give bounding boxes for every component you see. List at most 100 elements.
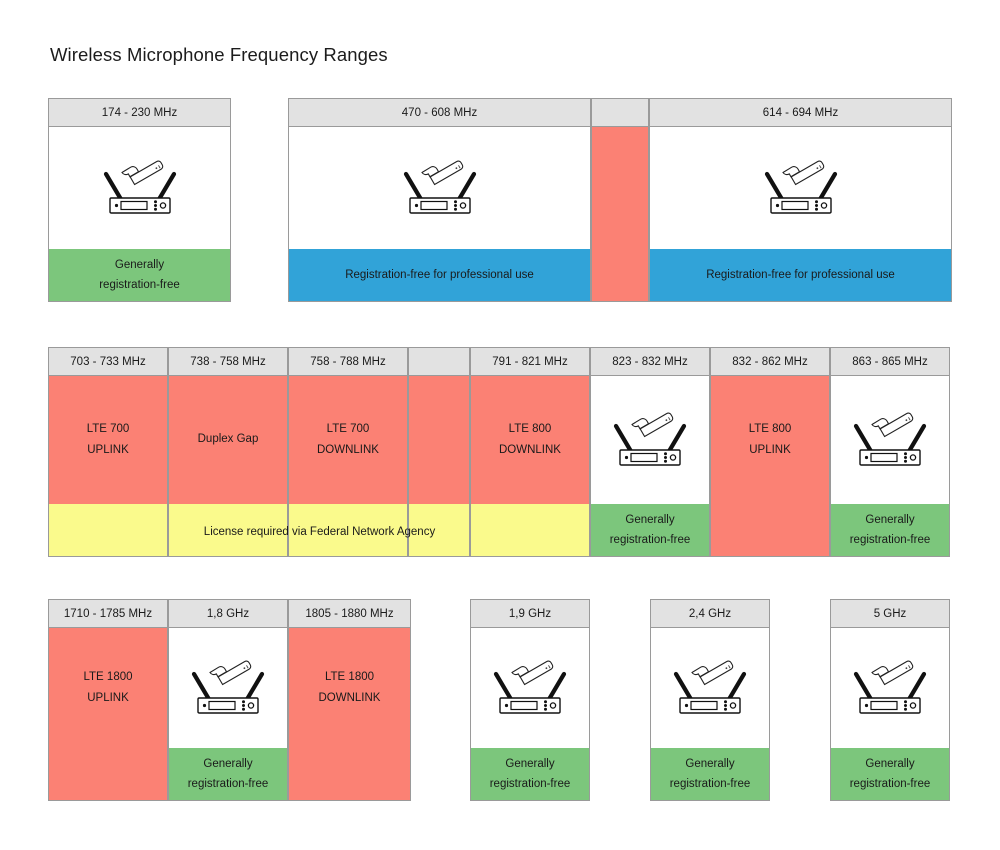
band-header: 1,9 GHz	[471, 600, 589, 628]
band-header: 174 - 230 MHz	[49, 99, 230, 127]
label-line-2: UPLINK	[87, 444, 129, 456]
footer-line-2: registration-free	[849, 534, 931, 546]
label-line-1: Duplex Gap	[197, 433, 259, 446]
band-gap-788-791	[408, 347, 470, 557]
band-body	[169, 628, 287, 748]
band-header-empty	[409, 348, 469, 376]
label-line-1: LTE 1800	[83, 670, 133, 683]
band-body	[471, 628, 589, 748]
band-174-230[interactable]: 174 - 230 MHz Generally registration-fre…	[48, 98, 231, 302]
band-832-862[interactable]: 832 - 862 MHz LTE 800 UPLINK	[710, 347, 830, 557]
band-body-label: LTE 700 UPLINK	[87, 419, 130, 462]
wireless-microphone-receiver-icon	[103, 160, 176, 214]
band-footer-license	[409, 504, 469, 556]
footer-line-2: registration-free	[99, 279, 180, 291]
band-header: 703 - 733 MHz	[49, 348, 167, 376]
band-header: 5 GHz	[831, 600, 949, 628]
band-header: 470 - 608 MHz	[289, 99, 590, 127]
band-gap-608-614	[591, 98, 649, 302]
band-body-red: LTE 1800 DOWNLINK	[289, 628, 410, 748]
band-footer-generally: Generally registration-free	[591, 504, 709, 556]
band-header: 832 - 862 MHz	[711, 348, 829, 376]
band-1805-1880[interactable]: 1805 - 1880 MHz LTE 1800 DOWNLINK	[288, 599, 411, 801]
band-body	[831, 376, 949, 504]
band-body-label: LTE 700 DOWNLINK	[317, 419, 379, 462]
band-header: 791 - 821 MHz	[471, 348, 589, 376]
footer-line-2: registration-free	[187, 778, 269, 790]
label-line-2: UPLINK	[87, 692, 129, 704]
band-body	[289, 127, 590, 249]
band-footer-red	[49, 748, 167, 800]
band-header-empty	[592, 99, 648, 127]
band-body	[591, 376, 709, 504]
band-758-788[interactable]: 758 - 788 MHz LTE 700 DOWNLINK	[288, 347, 408, 557]
band-header: 1710 - 1785 MHz	[49, 600, 167, 628]
band-body	[831, 628, 949, 748]
band-footer-generally: Generally registration-free	[831, 504, 949, 556]
footer-line-1: Generally	[114, 258, 165, 271]
band-1-9-ghz[interactable]: 1,9 GHz Generally registration-free	[470, 599, 590, 801]
band-footer-generally: Generally registration-free	[169, 748, 287, 800]
wireless-microphone-receiver-icon	[493, 660, 567, 714]
footer-line-1: Registration-free for professional use	[345, 268, 534, 281]
wireless-microphone-receiver-icon	[191, 660, 265, 714]
footer-line-1: Generally	[865, 513, 915, 526]
band-470-608[interactable]: 470 - 608 MHz Registration-free for prof…	[288, 98, 591, 302]
band-body-red: Duplex Gap	[169, 376, 287, 504]
band-body	[650, 127, 951, 249]
band-823-832[interactable]: 823 - 832 MHz Generally registration-fre…	[590, 347, 710, 557]
footer-line-1: Generally	[865, 757, 915, 770]
label-line-2: DOWNLINK	[499, 444, 561, 456]
band-header: 2,4 GHz	[651, 600, 769, 628]
band-footer-license	[471, 504, 589, 556]
band-footer-generally: Generally registration-free	[651, 748, 769, 800]
band-863-865[interactable]: 863 - 865 MHz Generally registration-fre…	[830, 347, 950, 557]
band-header: 1,8 GHz	[169, 600, 287, 628]
label-line-1: LTE 1800	[324, 670, 374, 683]
page-title: Wireless Microphone Frequency Ranges	[50, 44, 388, 65]
wireless-microphone-receiver-icon	[403, 160, 476, 214]
wireless-microphone-receiver-icon	[853, 412, 927, 466]
label-line-1: LTE 800	[748, 422, 792, 435]
label-line-2: DOWNLINK	[317, 444, 379, 456]
band-5-ghz[interactable]: 5 GHz Generally registration-free	[830, 599, 950, 801]
band-body-red: LTE 800 UPLINK	[711, 376, 829, 504]
band-footer-license	[169, 504, 287, 556]
footer-line-2: registration-free	[669, 778, 751, 790]
band-body-red	[409, 376, 469, 504]
band-header: 738 - 758 MHz	[169, 348, 287, 376]
band-791-821[interactable]: 791 - 821 MHz LTE 800 DOWNLINK	[470, 347, 590, 557]
footer-line-1: Generally	[203, 757, 253, 770]
footer-line-1: Registration-free for professional use	[706, 268, 895, 281]
band-header: 863 - 865 MHz	[831, 348, 949, 376]
band-body-red: LTE 1800 UPLINK	[49, 628, 167, 748]
band-2-4-ghz[interactable]: 2,4 GHz Generally registration-free	[650, 599, 770, 801]
band-body-label: LTE 800 UPLINK	[749, 419, 792, 462]
band-header: 1805 - 1880 MHz	[289, 600, 410, 628]
wireless-microphone-receiver-icon	[764, 160, 837, 214]
footer-line-1: Generally	[625, 513, 675, 526]
band-footer-license	[49, 504, 167, 556]
band-body-label: LTE 1800 UPLINK	[83, 667, 132, 710]
band-footer-red	[592, 249, 648, 301]
band-1710-1785[interactable]: 1710 - 1785 MHz LTE 1800 UPLINK	[48, 599, 168, 801]
footer-line-1: Generally	[505, 757, 555, 770]
band-703-733[interactable]: 703 - 733 MHz LTE 700 UPLINK	[48, 347, 168, 557]
band-1-8-ghz[interactable]: 1,8 GHz Generally registration-free	[168, 599, 288, 801]
band-738-758[interactable]: 738 - 758 MHz Duplex Gap	[168, 347, 288, 557]
band-footer-red	[711, 504, 829, 556]
wireless-microphone-receiver-icon	[613, 412, 687, 466]
band-header: 758 - 788 MHz	[289, 348, 407, 376]
band-body-red: LTE 800 DOWNLINK	[471, 376, 589, 504]
label-line-1: LTE 700	[326, 422, 370, 435]
band-footer-professional: Registration-free for professional use	[650, 249, 951, 301]
band-614-694[interactable]: 614 - 694 MHz Registration-free for prof…	[649, 98, 952, 302]
band-footer-license	[289, 504, 407, 556]
footer-line-2: registration-free	[489, 778, 571, 790]
band-footer-generally: Generally registration-free	[49, 249, 230, 301]
band-footer-generally: Generally registration-free	[831, 748, 949, 800]
band-footer-red	[289, 748, 410, 800]
wireless-microphone-receiver-icon	[673, 660, 747, 714]
band-footer-professional: Registration-free for professional use	[289, 249, 590, 301]
